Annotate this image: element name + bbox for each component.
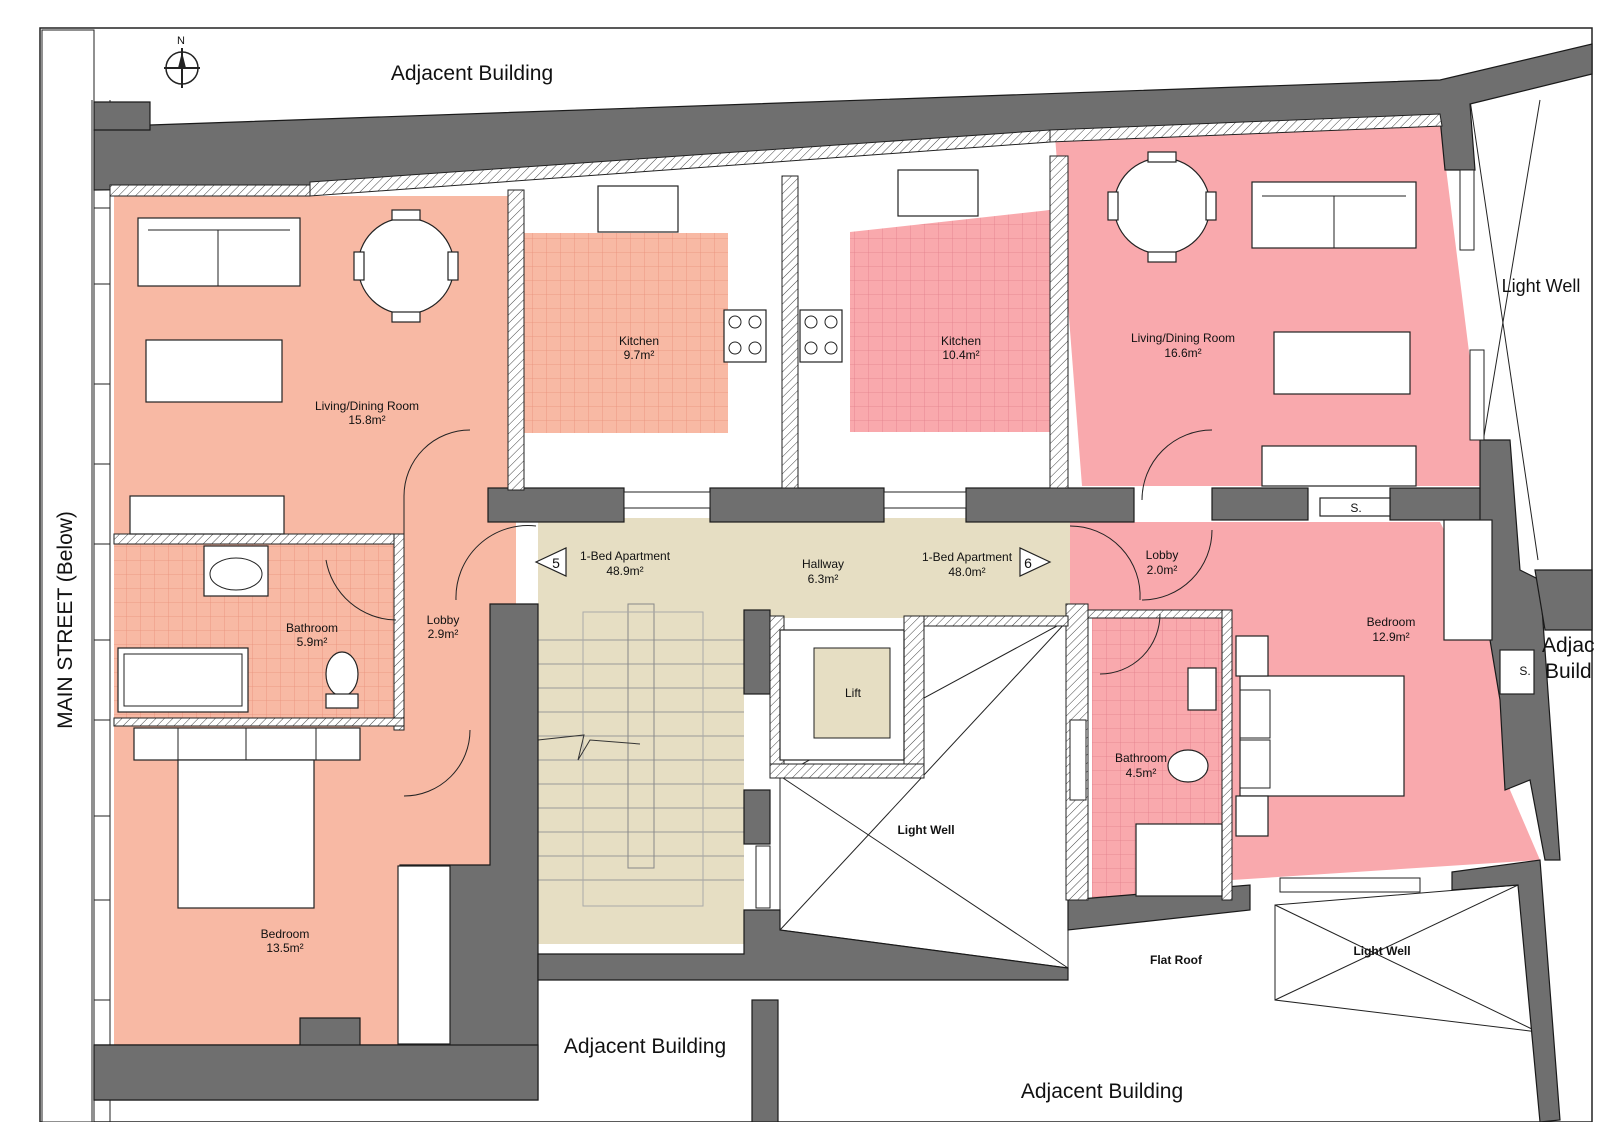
shower-right	[1135, 823, 1223, 897]
label-lift: Lift	[845, 686, 862, 700]
facade-windows	[93, 169, 1485, 1001]
coffee-table-left	[145, 339, 283, 403]
label-adjacent-bottom-right: Adjacent Building	[1021, 1080, 1183, 1103]
room-area-bedroom-right: 12.9m²	[1372, 630, 1409, 644]
arrow-left-icon	[534, 547, 567, 577]
room-area-living-right: 16.6m²	[1164, 346, 1201, 360]
label-light-well-center: Light Well	[897, 823, 954, 837]
room-area-apartment-6: 48.0m²	[948, 565, 985, 579]
apartment-6-number: 6	[1024, 555, 1032, 571]
staircase	[537, 603, 744, 907]
room-area-hallway: 6.3m²	[808, 572, 839, 586]
room-name-kitchen-left: Kitchen	[619, 334, 659, 348]
room-area-apartment-5: 48.9m²	[606, 564, 643, 578]
label-adjacent-top: Adjacent Building	[391, 62, 553, 85]
sink-right	[897, 169, 979, 217]
apartment-5-number: 5	[552, 555, 560, 571]
room-name-apartment-6: 1-Bed Apartment	[922, 550, 1013, 564]
apartment-5-marker	[534, 547, 567, 577]
living-room-right-floor	[1055, 120, 1480, 486]
store-right	[1319, 497, 1391, 517]
bathtub-left	[117, 647, 249, 713]
kitchen-right-floor	[850, 210, 1060, 432]
dining-table-left	[357, 217, 455, 315]
stair-floor	[538, 600, 744, 944]
label-adjacent-right-2: Build	[1545, 660, 1592, 683]
room-area-bedroom-left: 13.5m²	[266, 941, 303, 955]
room-area-kitchen-right: 10.4m²	[942, 348, 979, 362]
furniture-right	[799, 151, 1535, 897]
bed-left	[177, 759, 315, 909]
label-flat-roof: Flat Roof	[1150, 953, 1203, 967]
label-main-street: MAIN STREET (Below)	[54, 511, 77, 729]
room-name-bathroom-right: Bathroom	[1115, 751, 1167, 765]
room-area-lobby-left: 2.9m²	[428, 627, 459, 641]
room-name-bathroom-left: Bathroom	[286, 621, 338, 635]
tv-unit-left	[129, 495, 285, 535]
label-adjacent-right: Adjac	[1542, 634, 1595, 657]
room-name-bedroom-right: Bedroom	[1367, 615, 1416, 629]
kitchen-left-floor	[524, 233, 728, 433]
label-north: N	[177, 35, 185, 47]
dining-table-right	[1113, 157, 1211, 255]
label-store-1: S.	[1350, 501, 1361, 515]
room-name-kitchen-right: Kitchen	[941, 334, 981, 348]
room-name-living-left: Living/Dining Room	[315, 399, 419, 413]
wc-right	[1167, 749, 1209, 783]
label-light-well-bottom-right: Light Well	[1353, 944, 1410, 958]
tv-unit-right	[1261, 445, 1417, 487]
toilet-right	[1187, 667, 1217, 711]
label-light-well-top-right: Light Well	[1502, 276, 1581, 296]
coffee-table-right	[1273, 331, 1411, 395]
furniture-left	[117, 185, 767, 1045]
room-area-bathroom-right: 4.5m²	[1126, 766, 1157, 780]
room-area-bathroom-left: 5.9m²	[297, 635, 328, 649]
bed-right	[1239, 675, 1405, 797]
room-name-living-right: Living/Dining Room	[1131, 331, 1235, 345]
room-area-kitchen-left: 9.7m²	[624, 348, 655, 362]
store-right-2	[1499, 649, 1535, 695]
wardrobe-right	[1443, 519, 1493, 641]
hob-left	[723, 309, 767, 363]
apartment-6-marker	[1019, 547, 1052, 577]
room-name-apartment-5: 1-Bed Apartment	[580, 549, 671, 563]
sofa-left	[137, 217, 301, 287]
room-name-bedroom-left: Bedroom	[261, 927, 310, 941]
arrow-right-icon	[1019, 547, 1052, 577]
lift-car	[813, 647, 891, 739]
north-arrow	[164, 48, 200, 88]
hallway-area	[537, 518, 1070, 944]
light-well-bottom-right	[1274, 884, 1539, 1033]
lobby-right-floor	[1070, 522, 1232, 614]
hob-right	[799, 309, 843, 363]
room-name-lobby-right: Lobby	[1146, 548, 1179, 562]
light-well-top-right	[1469, 99, 1541, 561]
room-area-lobby-right: 2.0m²	[1147, 563, 1178, 577]
street-facade	[41, 29, 111, 1122]
sink-left	[597, 185, 679, 233]
toilet-left	[325, 651, 359, 697]
shelves-left	[397, 865, 451, 1045]
room-name-lobby-left: Lobby	[427, 613, 460, 627]
lift-shaft	[779, 629, 905, 761]
room-area-living-left: 15.8m²	[348, 413, 385, 427]
room-name-hallway: Hallway	[802, 557, 844, 571]
wardrobe-left	[133, 727, 361, 761]
label-store-2: S.	[1519, 664, 1530, 678]
plan-labels: Adjacent Building Adjacent Building Adja…	[54, 35, 1595, 1103]
bathroom-sink-left	[203, 545, 269, 597]
label-adjacent-bottom-center: Adjacent Building	[564, 1035, 726, 1058]
